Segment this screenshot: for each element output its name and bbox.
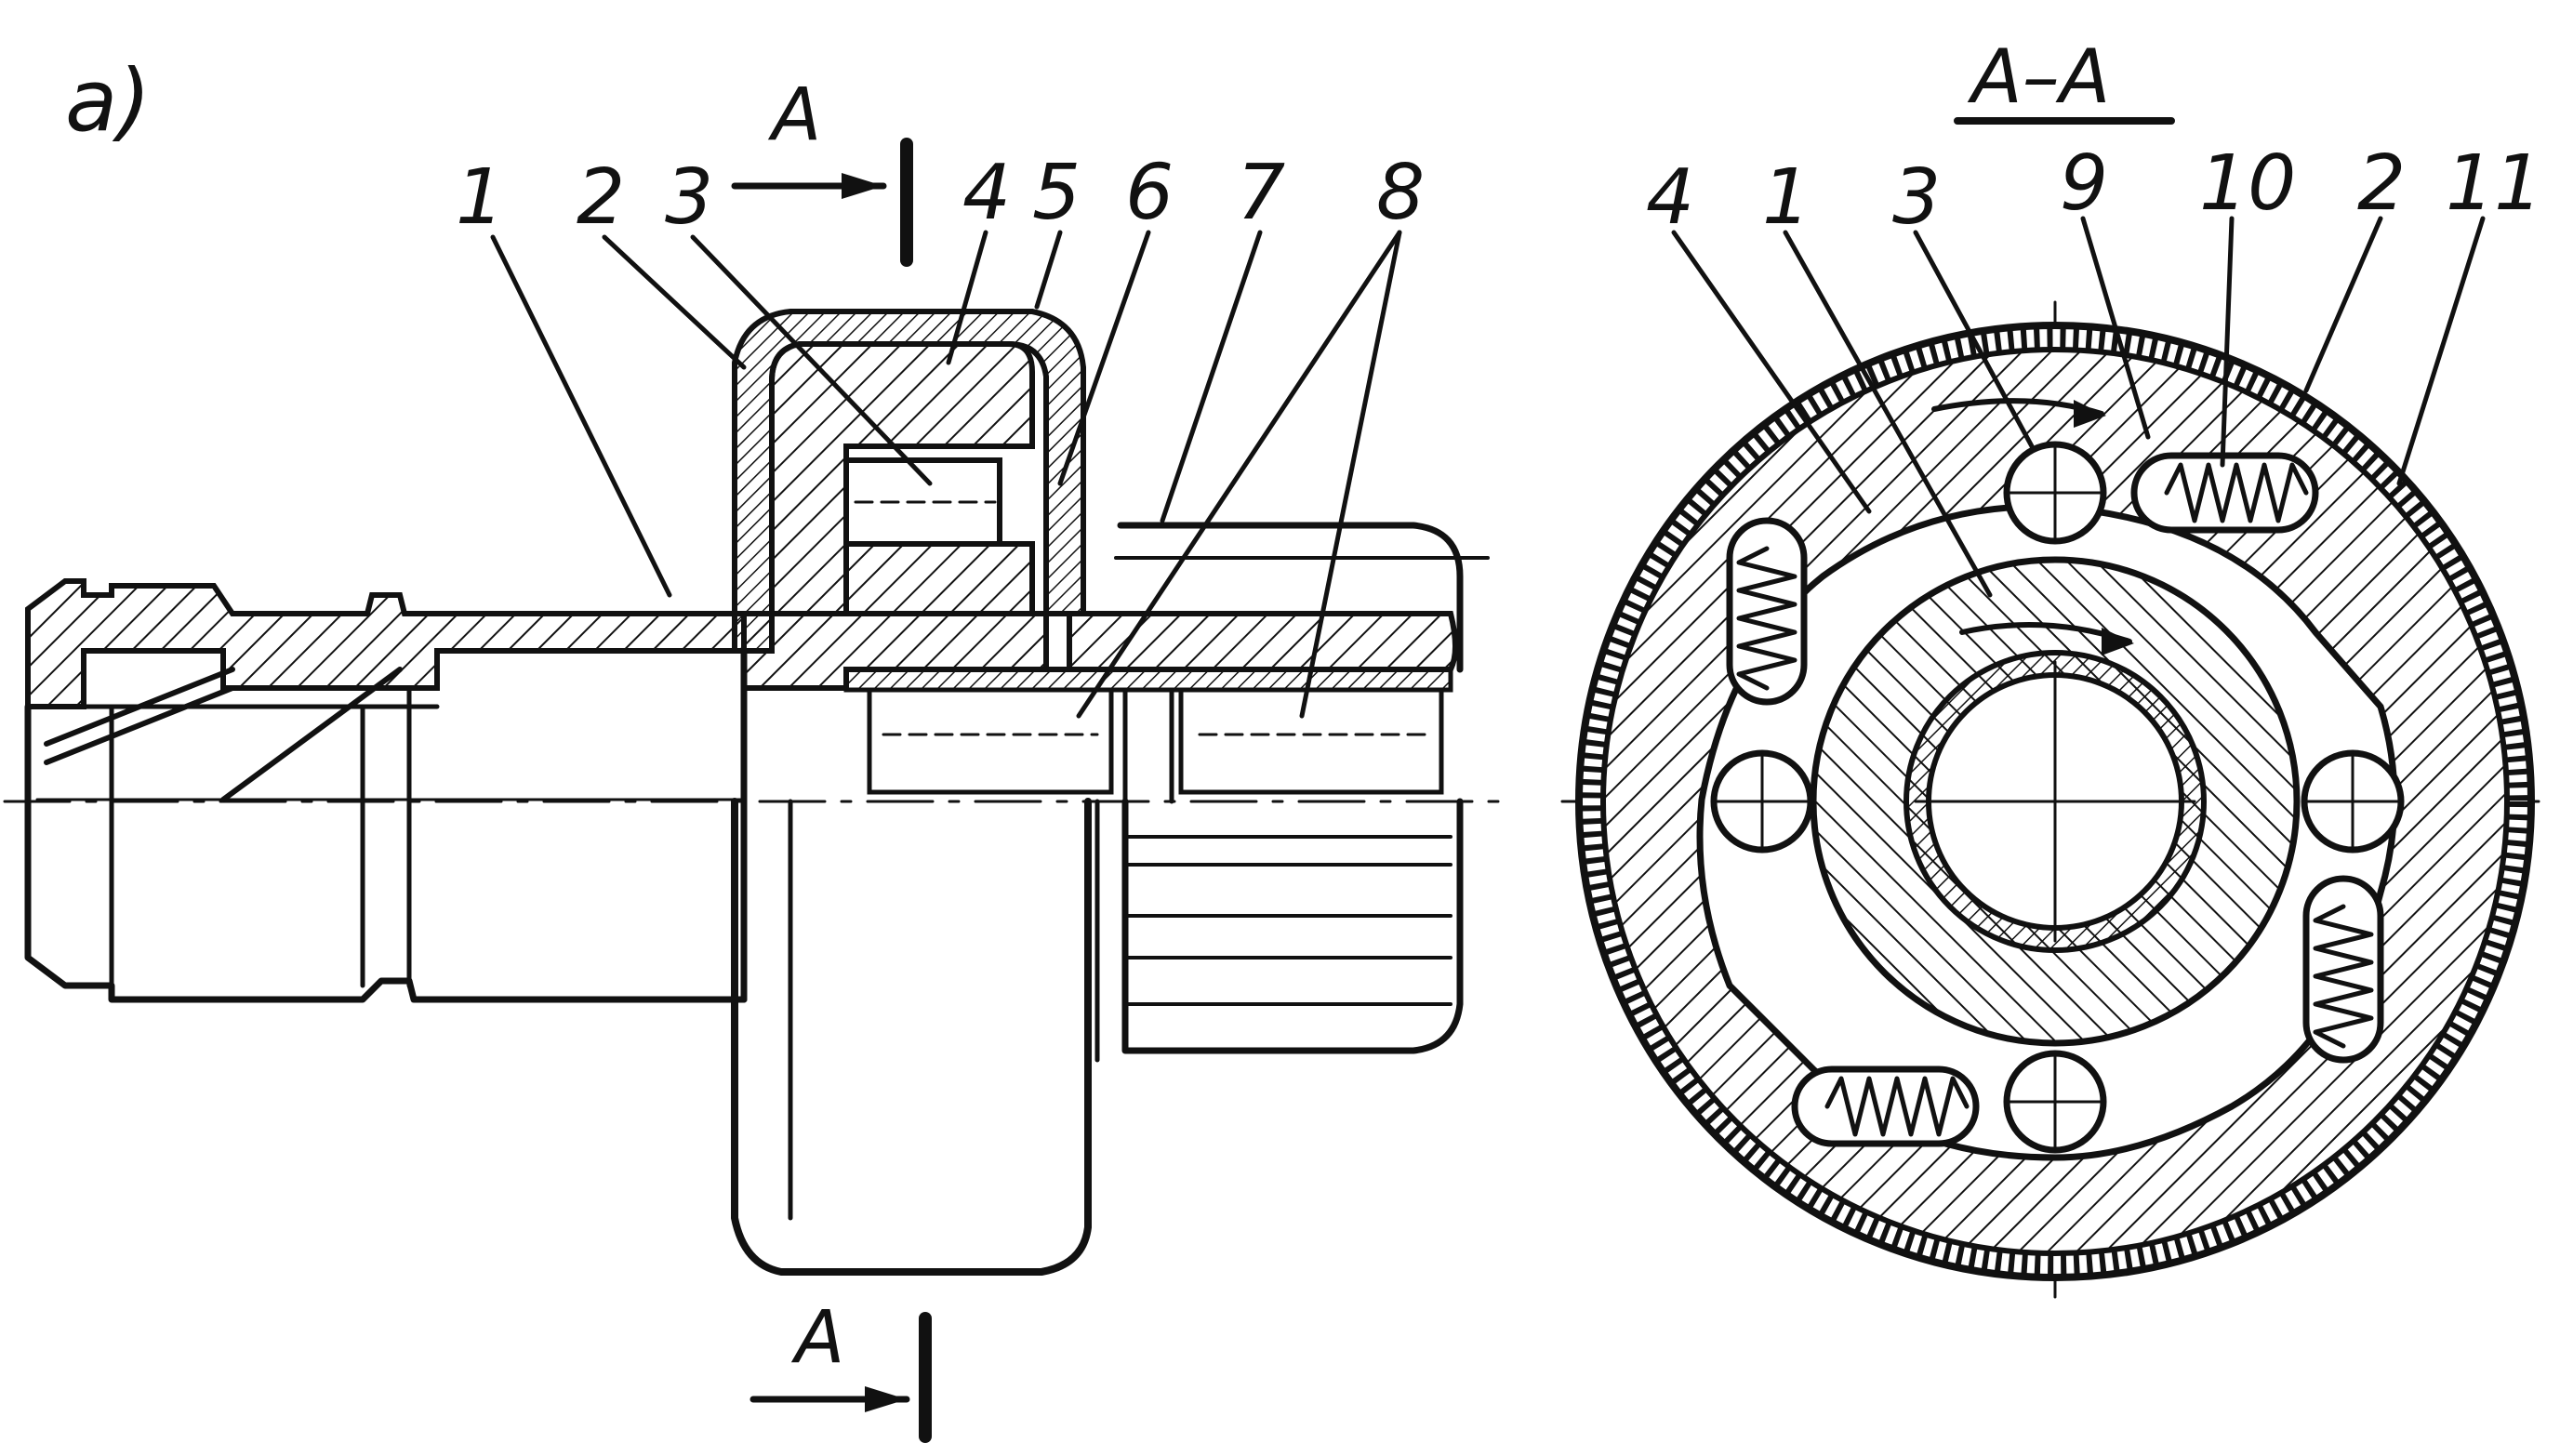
- label-r-3: 3: [1892, 153, 1941, 242]
- label-2: 2: [577, 153, 625, 242]
- clutch-body-lower: [731, 798, 1092, 1276]
- figure-label: a): [65, 51, 151, 151]
- label-5: 5: [1032, 149, 1081, 237]
- right-view-labels: 4 1 3 9 10 2 11: [1646, 139, 2542, 242]
- cross-section-aa: [1560, 216, 2540, 1299]
- label-r-2: 2: [2357, 139, 2406, 228]
- label-8: 8: [1376, 149, 1425, 237]
- label-r-1: 1: [1762, 153, 1811, 242]
- label-6: 6: [1125, 149, 1174, 237]
- label-7: 7: [1237, 149, 1285, 237]
- shaft-top-half: [25, 578, 747, 709]
- outer-race: [769, 341, 1035, 616]
- bushing: [843, 667, 1453, 693]
- section-title: A–A: [1967, 33, 2110, 120]
- cut-mark-bottom-letter: A: [790, 1296, 844, 1380]
- longitudinal-section: [3, 230, 1508, 1276]
- leader-lines-right: [1671, 216, 2486, 598]
- left-view-labels: 1 2 3 4 5 6 7 8: [456, 149, 1425, 242]
- label-3: 3: [665, 153, 713, 242]
- label-r-4: 4: [1646, 153, 1694, 242]
- pinion-gear-top: [1117, 522, 1464, 673]
- rollers: [1710, 441, 2405, 1154]
- pinion-gear-bottom: [1121, 798, 1464, 1054]
- shell-hatch-ring: [1582, 328, 2528, 1275]
- shaft-bottom-outline: [24, 703, 748, 1003]
- label-r-9: 9: [2060, 139, 2108, 228]
- label-1: 1: [456, 153, 504, 242]
- label-4: 4: [962, 149, 1011, 237]
- label-r-10: 10: [2199, 139, 2296, 228]
- label-r-11: 11: [2446, 139, 2542, 228]
- leader-lines-left: [490, 230, 1402, 719]
- cut-mark-bottom: A: [749, 1296, 932, 1443]
- cut-mark-top: A: [731, 73, 913, 267]
- cut-mark-top-letter: A: [767, 73, 821, 157]
- spring-bottom: [1791, 1066, 1980, 1147]
